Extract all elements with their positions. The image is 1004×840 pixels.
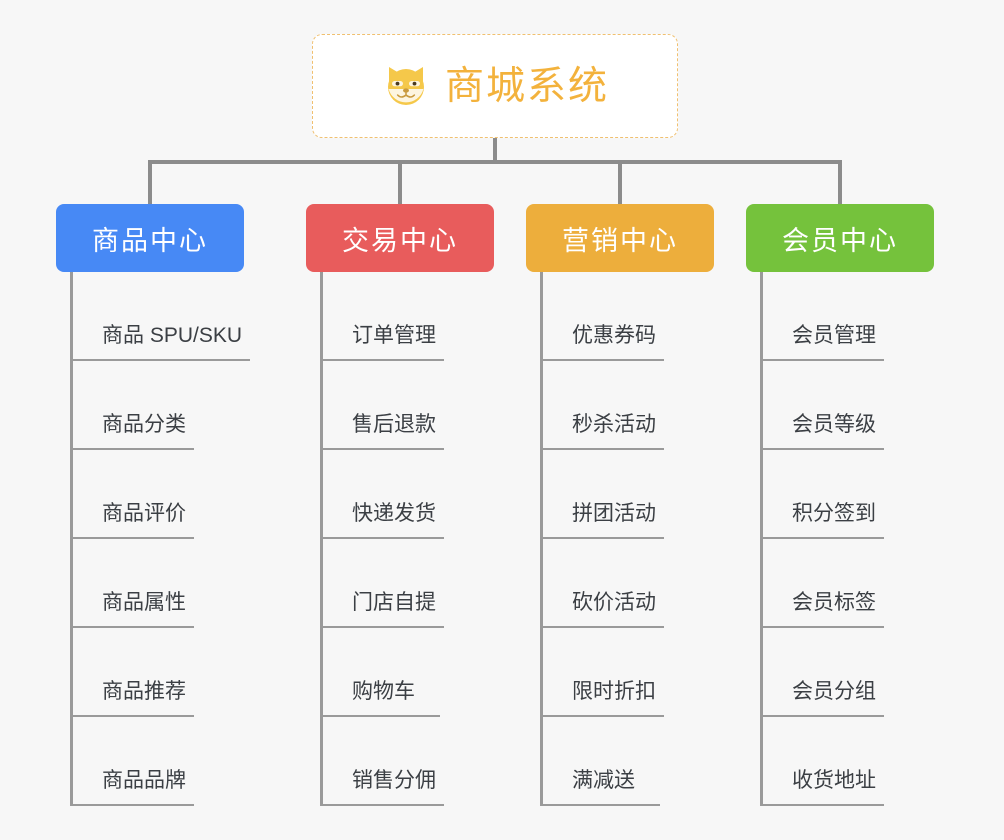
list-item-label: 积分签到 (792, 501, 876, 525)
list-item-rule (320, 537, 444, 539)
branch-column-3: 会员管理 会员等级 积分签到 会员标签 会员分组 收货地址 (746, 272, 966, 806)
list-item-label: 商品评价 (102, 501, 186, 525)
list-item-label: 订单管理 (352, 323, 436, 347)
list-item[interactable]: 商品 SPU/SKU (56, 272, 276, 361)
list-item[interactable]: 收货地址 (746, 717, 966, 806)
list-item-label: 快递发货 (352, 501, 436, 525)
list-item[interactable]: 积分签到 (746, 450, 966, 539)
list-item[interactable]: 优惠券码 (526, 272, 746, 361)
list-item[interactable]: 限时折扣 (526, 628, 746, 717)
list-item-label: 销售分佣 (352, 768, 436, 792)
list-item-rule (320, 626, 444, 628)
connector-drop-4 (838, 160, 842, 206)
list-item[interactable]: 会员管理 (746, 272, 966, 361)
branch-header-label-3: 会员中心 (782, 225, 898, 256)
list-item-label: 限时折扣 (572, 679, 656, 703)
list-item[interactable]: 满减送 (526, 717, 746, 806)
list-item[interactable]: 购物车 (306, 628, 526, 717)
list-item-rule (760, 626, 884, 628)
branch-spine-1 (320, 272, 323, 806)
list-item-rule (320, 359, 444, 361)
branch-header-label-0: 商品中心 (92, 225, 208, 256)
list-item[interactable]: 商品推荐 (56, 628, 276, 717)
list-item-rule (760, 537, 884, 539)
root-node-title: 商城系统 (444, 64, 609, 108)
list-item-rule (540, 359, 664, 361)
list-item-rule (760, 448, 884, 450)
list-item-label: 商品属性 (102, 590, 186, 614)
list-item-rule (320, 715, 440, 717)
shiba-dog-icon (381, 61, 431, 111)
list-item[interactable]: 商品分类 (56, 361, 276, 450)
list-item-label: 商品推荐 (102, 679, 186, 703)
list-item-rule (70, 804, 194, 806)
branch-header-0[interactable]: 商品中心 (56, 204, 244, 272)
list-item-label: 拼团活动 (572, 501, 656, 525)
connector-horizontal-bar (148, 160, 842, 164)
list-item[interactable]: 订单管理 (306, 272, 526, 361)
list-item[interactable]: 销售分佣 (306, 717, 526, 806)
list-item-label: 商品品牌 (102, 768, 186, 792)
list-item[interactable]: 会员标签 (746, 539, 966, 628)
list-item[interactable]: 会员等级 (746, 361, 966, 450)
list-item-rule (760, 804, 884, 806)
connector-root-stub (493, 138, 497, 162)
list-item[interactable]: 快递发货 (306, 450, 526, 539)
branch-spine-3 (760, 272, 763, 806)
list-item-rule (70, 537, 194, 539)
branch-header-1[interactable]: 交易中心 (306, 204, 494, 272)
list-item[interactable]: 商品属性 (56, 539, 276, 628)
list-item-label: 门店自提 (352, 590, 436, 614)
list-item[interactable]: 门店自提 (306, 539, 526, 628)
list-item[interactable]: 秒杀活动 (526, 361, 746, 450)
branch-spine-0 (70, 272, 73, 806)
list-item-label: 会员管理 (792, 323, 876, 347)
list-item-label: 满减送 (572, 768, 635, 792)
branch-column-0: 商品 SPU/SKU 商品分类 商品评价 商品属性 商品推荐 商品品牌 (56, 272, 276, 806)
list-item-label: 商品分类 (102, 412, 186, 436)
connector-drop-1 (148, 160, 152, 206)
branch-header-label-1: 交易中心 (342, 225, 458, 256)
branch-column-2: 优惠券码 秒杀活动 拼团活动 砍价活动 限时折扣 满减送 (526, 272, 746, 806)
list-item-label: 商品 SPU/SKU (102, 323, 243, 347)
list-item-label: 秒杀活动 (572, 412, 656, 436)
list-item-rule (540, 715, 664, 717)
list-item[interactable]: 会员分组 (746, 628, 966, 717)
list-item-rule (320, 804, 444, 806)
list-item-label: 砍价活动 (572, 590, 656, 614)
list-item-rule (540, 537, 664, 539)
list-item-rule (540, 448, 664, 450)
list-item[interactable]: 售后退款 (306, 361, 526, 450)
branch-header-3[interactable]: 会员中心 (746, 204, 934, 272)
branch-header-2[interactable]: 营销中心 (526, 204, 714, 272)
list-item[interactable]: 砍价活动 (526, 539, 746, 628)
connector-drop-2 (398, 160, 402, 206)
list-item-rule (540, 804, 660, 806)
list-item[interactable]: 商品品牌 (56, 717, 276, 806)
branch-column-1: 订单管理 售后退款 快递发货 门店自提 购物车 销售分佣 (306, 272, 526, 806)
list-item-rule (70, 359, 250, 361)
list-item[interactable]: 拼团活动 (526, 450, 746, 539)
list-item-label: 售后退款 (352, 412, 436, 436)
list-item-label: 会员等级 (792, 412, 876, 436)
list-item-rule (70, 626, 194, 628)
list-item-rule (70, 715, 194, 717)
connector-drop-3 (618, 160, 622, 206)
list-item-label: 收货地址 (792, 768, 876, 792)
list-item-label: 购物车 (352, 679, 415, 703)
list-item-rule (760, 359, 884, 361)
list-item-rule (70, 448, 194, 450)
list-item-rule (320, 448, 444, 450)
list-item-label: 会员标签 (792, 590, 876, 614)
list-item-label: 优惠券码 (572, 323, 656, 347)
list-item-label: 会员分组 (792, 679, 876, 703)
list-item-rule (540, 626, 664, 628)
branch-header-label-2: 营销中心 (562, 225, 678, 256)
list-item-rule (760, 715, 884, 717)
list-item[interactable]: 商品评价 (56, 450, 276, 539)
branch-spine-2 (540, 272, 543, 806)
root-node-shop-system[interactable]: 商城系统 (312, 34, 678, 138)
